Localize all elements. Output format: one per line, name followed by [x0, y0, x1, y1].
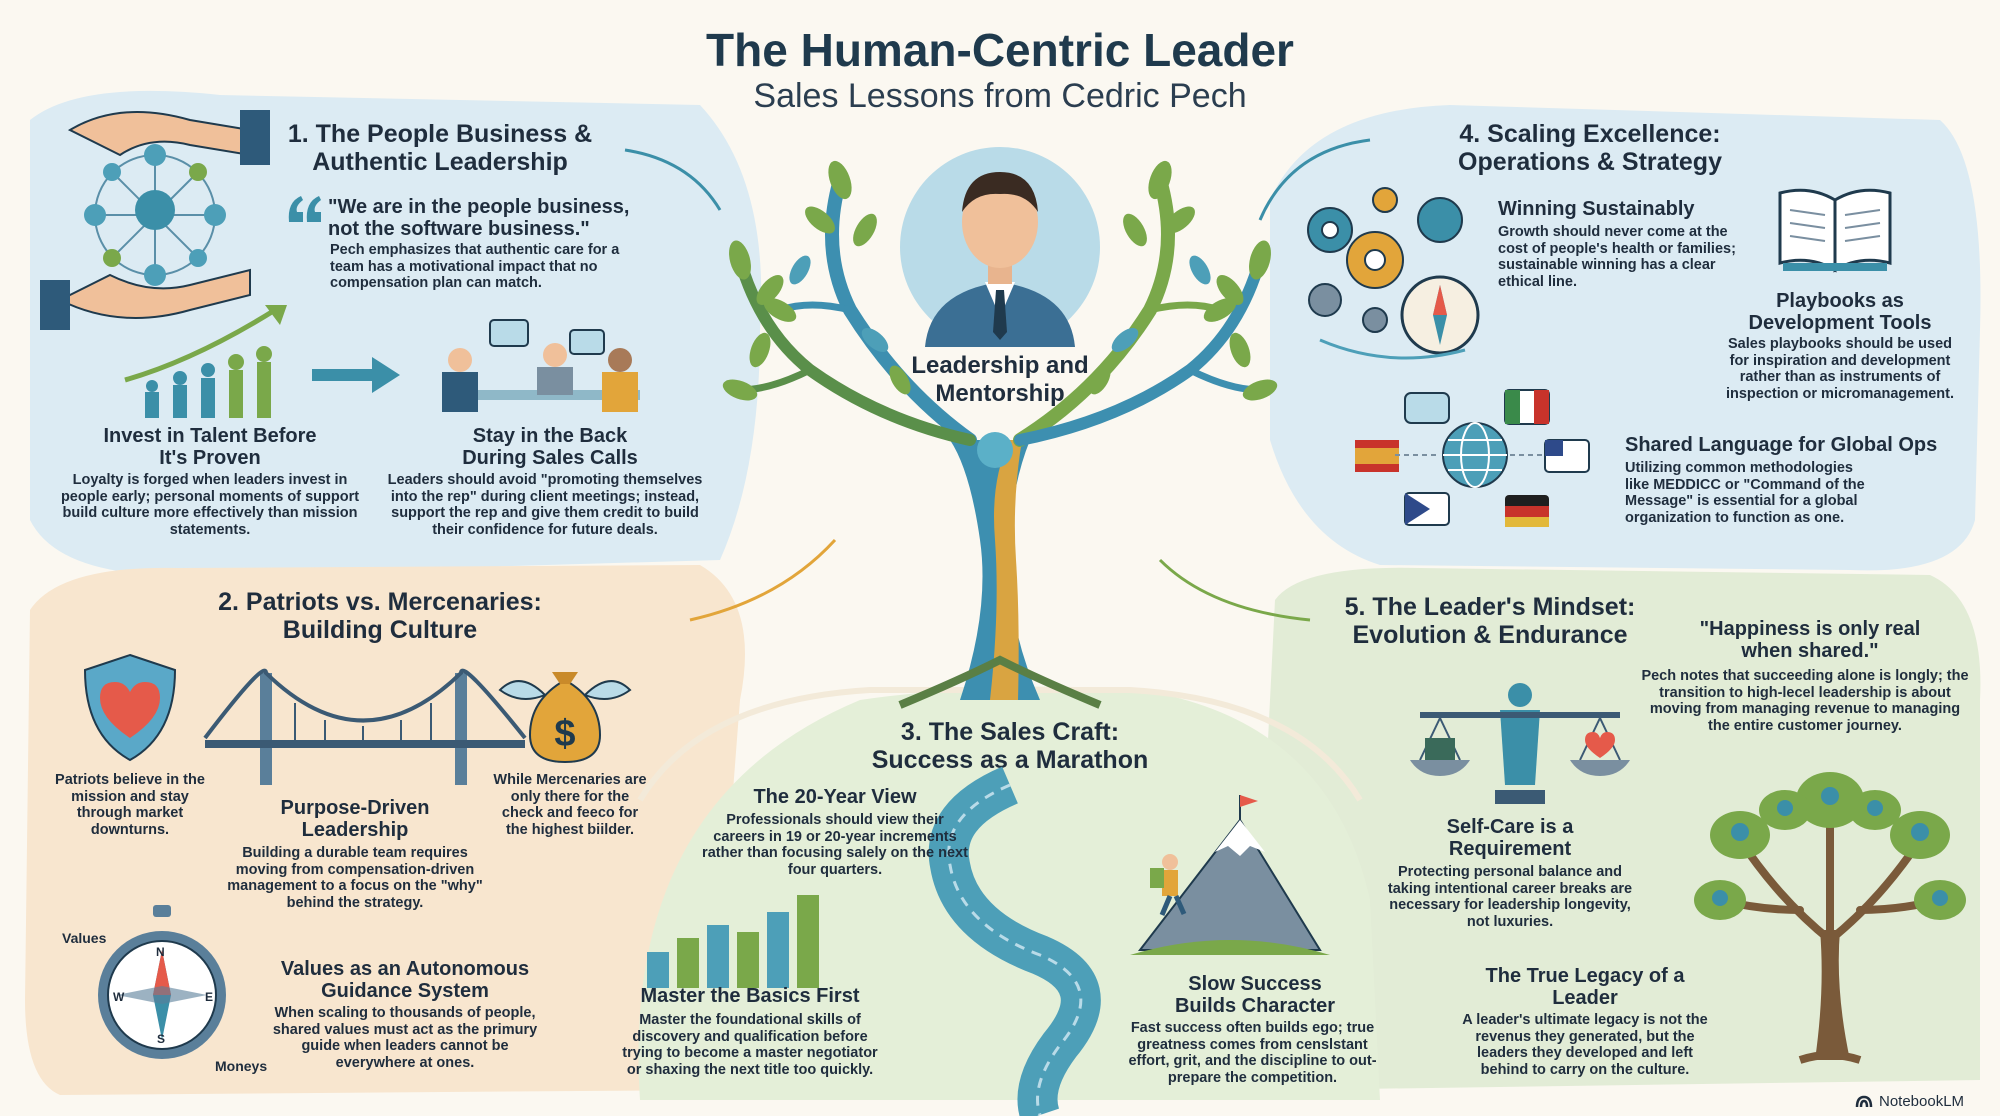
- section-5-quote: "Happiness is only real when shared.": [1699, 618, 1921, 662]
- legacy-title: The True Legacy of a Leader: [1485, 965, 1685, 1009]
- compass-widget: N S E W: [95, 905, 230, 1065]
- section-5-quote-text: Pech notes that succeeding alone is long…: [1641, 668, 1969, 734]
- page-subtitle: Sales Lessons from Cedric Pech: [753, 77, 1247, 115]
- purpose-text: Building a durable team requires moving …: [227, 845, 483, 911]
- winning-title: Winning Sustainably: [1498, 198, 1695, 220]
- page-title: The Human-Centric Leader: [706, 24, 1294, 76]
- slow-title: Slow Success Builds Character: [1174, 973, 1336, 1017]
- panel-5-bg: [1264, 567, 1981, 1090]
- notebooklm-brand-label: NotebookLM: [1879, 1092, 1965, 1110]
- leadership-tree-illustration: [722, 160, 1278, 709]
- playbooks-text: Sales playbooks should be used for inspi…: [1725, 336, 1955, 402]
- mercenaries-text: While Mercenaries are only there for the…: [493, 772, 647, 838]
- open-book-icon: [1778, 188, 1892, 273]
- compass-south-label: S: [157, 1032, 166, 1046]
- global-language-icon: [1355, 389, 1590, 527]
- moneys-label: Moneys: [215, 1058, 268, 1074]
- view-title: The 20-Year View: [753, 786, 917, 808]
- section-1-quote: "We are in the people business, not the …: [328, 196, 630, 240]
- mountain-climber-icon: [1130, 795, 1330, 955]
- section-1-title: 1. The People Business & Authentic Leade…: [287, 120, 593, 176]
- money-bag-wings-icon: $: [498, 672, 632, 764]
- language-text: Utilizing common methodologies like MEDD…: [1625, 460, 1865, 526]
- invest-text: Loyalty is forged when leaders invest in…: [60, 472, 360, 538]
- tree-leaves: [722, 160, 1278, 401]
- back-text: Leaders should avoid "promoting themselv…: [387, 472, 703, 538]
- basics-text: Master the foundational skills of discov…: [622, 1012, 878, 1078]
- network-hands-icon: [40, 110, 270, 330]
- quote-mark-icon: [288, 196, 321, 222]
- bar-chart-icon: [647, 895, 819, 988]
- growth-people-icon: [124, 305, 287, 418]
- selfcare-text: Protecting personal balance and taking i…: [1387, 864, 1633, 930]
- arrow-right-icon: [312, 357, 400, 393]
- language-title: Shared Language for Global Ops: [1625, 434, 1938, 456]
- selfcare-title: Self-Care is a Requirement: [1446, 816, 1574, 860]
- values-text: When scaling to thousands of people, sha…: [272, 1005, 538, 1071]
- legacy-tree-icon: [1694, 772, 1966, 1064]
- gears-compass-icon: [1307, 187, 1480, 360]
- mentor-avatar: [895, 142, 1105, 352]
- shield-heart-icon: [83, 653, 177, 762]
- section-5-title: 5. The Leader's Mindset: Evolution & End…: [1344, 593, 1636, 649]
- tree-trunk-gold: [990, 440, 1022, 700]
- winning-text: Growth should never come at the cost of …: [1498, 224, 1736, 290]
- sales-meeting-icon: [442, 319, 640, 412]
- slow-text: Fast success often builds ego; true grea…: [1128, 1020, 1377, 1086]
- svg-text:$: $: [554, 713, 575, 755]
- bridge-icon: [203, 668, 527, 785]
- tree-leaves-teal: [789, 255, 1211, 352]
- compass-north-label: N: [156, 945, 165, 959]
- section-2-title: 2. Patriots vs. Mercenaries: Building Cu…: [218, 588, 542, 644]
- back-title: Stay in the Back During Sales Calls: [462, 425, 638, 469]
- tree-roots: [898, 655, 1102, 709]
- invest-title: Invest in Talent Before It's Proven: [103, 425, 317, 469]
- notebooklm-logo-icon: [1855, 1095, 1873, 1108]
- winding-road-icon: [928, 766, 1101, 1116]
- section-3-title: 3. The Sales Craft: Success as a Maratho…: [871, 718, 1149, 774]
- legacy-text: A leader's ultimate legacy is not the re…: [1462, 1012, 1708, 1078]
- values-label: Values: [62, 930, 107, 946]
- balance-scale-icon: [1410, 683, 1630, 804]
- view-text: Professionals should view their careers …: [702, 812, 968, 878]
- figure-head: [977, 432, 1013, 468]
- basics-title: Master the Basics First: [640, 985, 860, 1007]
- playbooks-title: Playbooks as Development Tools: [1748, 290, 1932, 334]
- center-label: Leadership and Mentorship: [911, 352, 1089, 407]
- compass-west-label: W: [113, 990, 125, 1004]
- purpose-title: Purpose-Driven Leadership: [280, 797, 430, 841]
- section-4-title: 4. Scaling Excellence: Operations & Stra…: [1458, 120, 1722, 176]
- notebooklm-brand: NotebookLM: [1855, 1090, 1964, 1112]
- patriots-text: Patriots believe in the mission and stay…: [55, 772, 205, 838]
- compass-east-label: E: [205, 990, 214, 1004]
- values-title: Values as an Autonomous Guidance System: [280, 958, 530, 1002]
- section-1-quote-text: Pech emphasizes that authentic care for …: [330, 242, 620, 291]
- panel-3-bg: [638, 686, 1380, 1100]
